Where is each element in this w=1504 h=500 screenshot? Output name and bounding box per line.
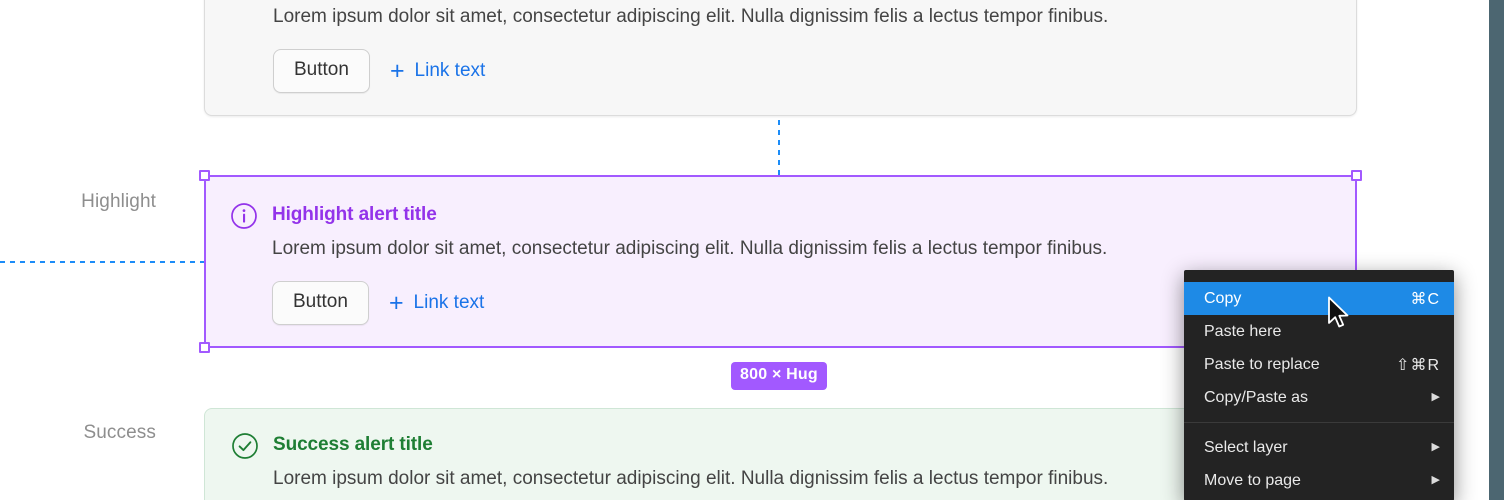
submenu-arrow-icon: ▶ <box>1431 474 1440 486</box>
plus-icon: + <box>389 57 405 85</box>
alert-title: Success alert title <box>273 434 433 455</box>
menu-item-label: Move to page <box>1204 472 1301 489</box>
info-circle-icon <box>230 202 258 230</box>
alert-card-highlight[interactable]: Highlight alert title Lorem ipsum dolor … <box>204 175 1357 348</box>
alert-card-neutral[interactable]: Lorem ipsum dolor sit amet, consectetur … <box>204 0 1357 116</box>
link-text-label: Link text <box>413 292 485 313</box>
submenu-arrow-icon: ▶ <box>1431 391 1440 403</box>
menu-item-label: Paste to replace <box>1204 356 1320 373</box>
context-menu-item-paste-here[interactable]: Paste here <box>1184 315 1454 348</box>
context-menu-item-copy-paste-as[interactable]: Copy/Paste as ▶ <box>1184 381 1454 414</box>
context-menu[interactable]: Copy ⌘C Paste here Paste to replace ⇧⌘R … <box>1184 270 1454 500</box>
menu-item-shortcut: ⌘C <box>1410 290 1440 308</box>
menu-item-label: Paste here <box>1204 323 1282 340</box>
row-label-highlight: Highlight <box>81 191 156 212</box>
panel-edge-bar[interactable] <box>1489 0 1504 500</box>
context-menu-item-paste-to-replace[interactable]: Paste to replace ⇧⌘R <box>1184 348 1454 381</box>
add-link-action[interactable]: + Link text <box>388 289 485 317</box>
context-menu-item-copy[interactable]: Copy ⌘C <box>1184 282 1454 315</box>
alert-title: Highlight alert title <box>272 204 437 225</box>
submenu-arrow-icon: ▶ <box>1431 441 1440 453</box>
menu-separator <box>1184 422 1454 423</box>
menu-item-shortcut: ⇧⌘R <box>1396 356 1440 374</box>
alert-card-success[interactable]: Success alert title Lorem ipsum dolor si… <box>204 408 1357 500</box>
alert-button[interactable]: Button <box>273 49 370 93</box>
check-circle-icon <box>231 432 259 460</box>
row-label-success: Success <box>83 422 156 443</box>
alert-button[interactable]: Button <box>272 281 369 325</box>
menu-item-label: Copy <box>1204 290 1242 307</box>
plus-icon: + <box>388 289 404 317</box>
alert-description: Lorem ipsum dolor sit amet, consectetur … <box>273 468 1109 489</box>
add-link-action[interactable]: + Link text <box>389 57 486 85</box>
link-text-label: Link text <box>414 60 486 81</box>
menu-item-label: Select layer <box>1204 439 1288 456</box>
size-badge: 800 × Hug <box>731 362 827 390</box>
horizontal-alignment-guide <box>0 261 205 263</box>
mouse-cursor <box>1327 296 1351 330</box>
alert-description: Lorem ipsum dolor sit amet, consectetur … <box>273 6 1109 27</box>
context-menu-item-select-layer[interactable]: Select layer ▶ <box>1184 431 1454 464</box>
context-menu-item-move-to-page[interactable]: Move to page ▶ <box>1184 464 1454 497</box>
alert-description: Lorem ipsum dolor sit amet, consectetur … <box>272 238 1108 259</box>
menu-item-label: Copy/Paste as <box>1204 389 1309 406</box>
